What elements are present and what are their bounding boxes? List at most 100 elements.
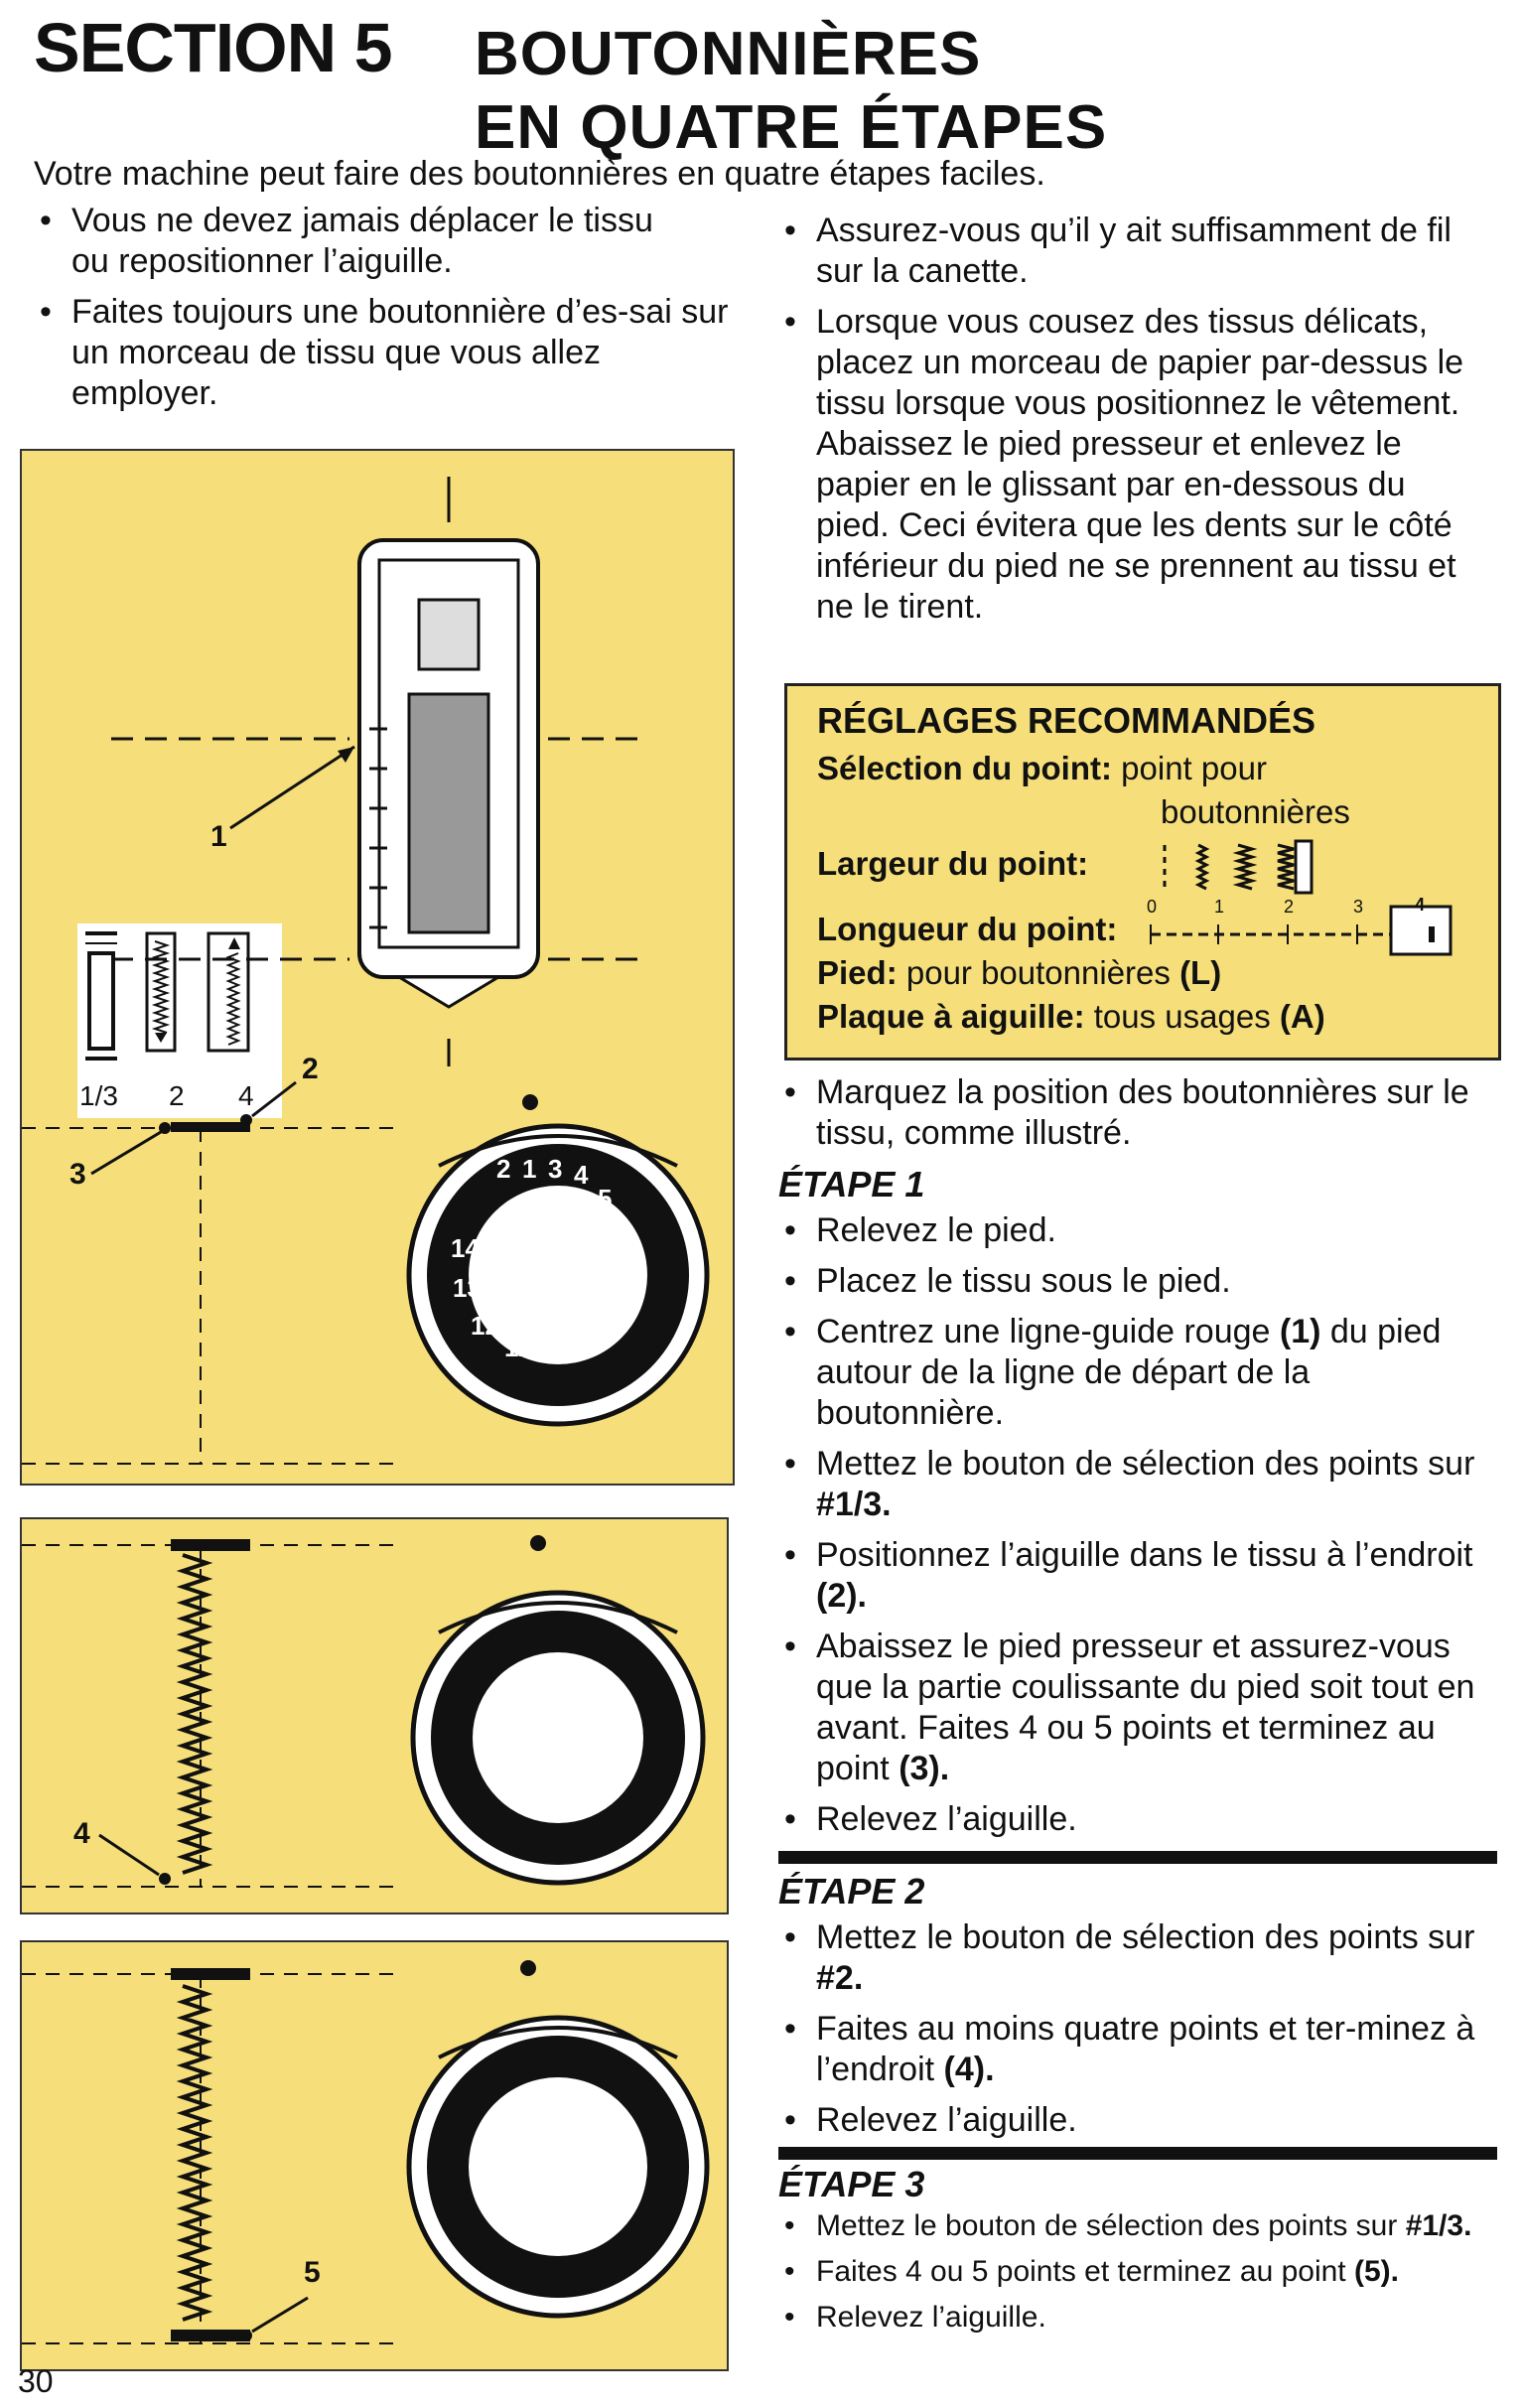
step-1-bullet-7: Relevez l’aiguille. <box>778 1799 1489 1840</box>
length-tick: 0 <box>1147 897 1158 917</box>
stitch-width-label: Largeur du point: <box>817 845 1089 882</box>
step-3-drawing <box>22 1960 710 2344</box>
illustration-step-2: 4 <box>20 1517 729 1914</box>
dial-num: 2 <box>496 1154 511 1184</box>
text: Abaissez le pied presseur et assurez-vou… <box>816 1628 1475 1787</box>
length-tick-labels: 0 1 2 3 4 <box>1147 895 1484 921</box>
dial-num: 11 <box>504 1333 532 1362</box>
title-line-1: BOUTONNIÈRES <box>475 20 982 88</box>
dial-numbers-1: 2 1 3 4 5 6 7 8 9 10 11 12 13 14 <box>451 1154 669 1402</box>
foot-label: Pied: <box>817 954 898 991</box>
step-3-block: ÉTAPE 3 Mettez le bouton de sélection de… <box>778 2167 1489 2345</box>
right-bullet-2: Lorsque vous cousez des tissus délicats,… <box>778 302 1473 628</box>
step-1-bullet-6: Abaissez le pied presseur et assurez-vou… <box>778 1627 1489 1789</box>
step-1-bullet-4: Mettez le bouton de sélection des points… <box>778 1444 1489 1525</box>
right-bullet-1: Assurez-vous qu’il y ait suffisamment de… <box>778 211 1473 292</box>
stitch-selection-value-1: point pour <box>1121 750 1267 786</box>
step-2-bullet-2: Faites au moins quatre points et ter-min… <box>778 2009 1489 2090</box>
step-divider-2 <box>778 2147 1497 2160</box>
step-3-bullet-2: Faites 4 ou 5 points et terminez au poin… <box>778 2254 1489 2290</box>
ref: #2. <box>816 1959 864 1997</box>
text: Faites au moins quatre points et ter-min… <box>816 2010 1475 2088</box>
stitch-length-scale <box>1150 905 1453 956</box>
dial-num: 12 <box>471 1311 499 1341</box>
dial-num: 1 <box>522 1154 537 1184</box>
needle-plate-code: (A) <box>1279 998 1325 1035</box>
recommended-settings-box: RÉGLAGES RECOMMANDÉS Sélection du point:… <box>784 683 1501 1061</box>
step-3-title: ÉTAPE 3 <box>778 2164 925 2204</box>
step-3-bullet-3: Relevez l’aiguille. <box>778 2300 1489 2336</box>
length-tick: 4 <box>1415 895 1426 915</box>
ref: (5). <box>1353 2255 1399 2288</box>
step-3-bullet-1: Mettez le bouton de sélection des points… <box>778 2208 1489 2244</box>
stitch-legend-icons <box>85 931 250 1061</box>
text: du pied autour de la ligne de départ de … <box>816 1313 1442 1432</box>
length-tick: 1 <box>1214 897 1225 917</box>
callout-5: 5 <box>304 2256 321 2289</box>
left-bullet-2: Faites toujours une boutonnière d’es-sai… <box>34 292 747 414</box>
illustration-step-1: 1/3 2 4 1 2 3 <box>20 449 735 1486</box>
step-2-drawing <box>22 1535 706 1888</box>
legend-label-1-3: 1/3 <box>79 1080 118 1111</box>
text: Mettez le bouton de sélection des points… <box>816 1445 1475 1483</box>
right-bullets: Assurez-vous qu’il y ait suffisamment de… <box>778 211 1473 637</box>
stitch-width-icons <box>1163 839 1314 895</box>
callout-2: 2 <box>302 1053 319 1085</box>
foot-code: (L) <box>1179 954 1222 991</box>
callout-4: 4 <box>73 1817 90 1850</box>
needle-plate-row: Plaque à aiguille: tous usages (A) <box>817 998 1325 1036</box>
step-2-title: ÉTAPE 2 <box>778 1871 925 1912</box>
left-bullet-1: Vous ne devez jamais déplacer le tissu o… <box>34 201 687 282</box>
dial-num: 10 <box>542 1339 571 1368</box>
legend-label-4: 4 <box>238 1080 254 1111</box>
step-2-bullet-1: Mettez le bouton de sélection des points… <box>778 1917 1489 1999</box>
dial-num: 6 <box>614 1219 628 1249</box>
stitch-selection-row: Sélection du point: point pour <box>817 750 1267 787</box>
text: Mettez le bouton de sélection des points… <box>816 1918 1475 1956</box>
dial-num: 5 <box>598 1184 613 1213</box>
dial-num: 4 <box>574 1160 589 1190</box>
left-bullets: Vous ne devez jamais déplacer le tissu o… <box>34 201 729 424</box>
legend-label-2: 2 <box>169 1080 185 1111</box>
illustration-step-3: 5 <box>20 1940 729 2371</box>
mark-position-block: Marquez la position des boutonnières sur… <box>778 1072 1489 1164</box>
dial-num: 7 <box>618 1259 632 1289</box>
step-divider-1 <box>778 1851 1497 1864</box>
step-2-bullet-3: Relevez l’aiguille. <box>778 2100 1489 2141</box>
page-number: 30 <box>18 2363 54 2399</box>
callout-3: 3 <box>69 1158 86 1191</box>
page-title: BOUTONNIÈRES EN QUATRE ÉTAPES <box>475 18 1107 165</box>
ref: #1/3. <box>1405 2209 1472 2242</box>
needle-plate-value: tous usages <box>1093 998 1271 1035</box>
needle-plate-label: Plaque à aiguille: <box>817 998 1085 1035</box>
stitch-legend: 1/3 2 4 <box>77 923 282 1118</box>
step-1-block: ÉTAPE 1 Relevez le pied. Placez le tissu… <box>778 1164 1489 1850</box>
callout-1: 1 <box>210 820 227 853</box>
stitch-selection-value-2: boutonnières <box>1161 793 1350 830</box>
ref: (4). <box>943 2051 995 2088</box>
ref: (2). <box>816 1577 867 1615</box>
dial-num: 3 <box>548 1154 563 1184</box>
dial-num: 13 <box>453 1273 482 1303</box>
length-tick: 3 <box>1353 897 1364 917</box>
length-tick: 2 <box>1284 897 1295 917</box>
ref: (1) <box>1279 1313 1321 1350</box>
step-1-bullet-2: Placez le tissu sous le pied. <box>778 1261 1489 1302</box>
mark-bullet: Marquez la position des boutonnières sur… <box>778 1072 1489 1154</box>
text: Faites 4 ou 5 points et terminez au poin… <box>816 2255 1354 2288</box>
dial-num: 8 <box>608 1297 623 1327</box>
text: Mettez le bouton de sélection des points… <box>816 2209 1406 2242</box>
settings-title: RÉGLAGES RECOMMANDÉS <box>817 700 1316 741</box>
title-line-2: EN QUATRE ÉTAPES <box>475 93 1108 162</box>
dial-num: 9 <box>580 1325 595 1354</box>
foot-row: Pied: pour boutonnières (L) <box>817 954 1221 992</box>
stitch-length-label: Longueur du point: <box>817 911 1118 947</box>
step-1-bullet-1: Relevez le pied. <box>778 1210 1489 1251</box>
intro-text: Votre machine peut faire des boutonnière… <box>34 155 1045 193</box>
stitch-width-row: Largeur du point: <box>817 845 1088 883</box>
section-label: SECTION 5 <box>34 9 393 86</box>
step-1-bullet-3: Centrez une ligne-guide rouge (1) du pie… <box>778 1312 1489 1434</box>
step-2-block: ÉTAPE 2 Mettez le bouton de sélection de… <box>778 1871 1489 2151</box>
text: Positionnez l’aiguille dans le tissu à l… <box>816 1536 1473 1574</box>
step-1-bullet-5: Positionnez l’aiguille dans le tissu à l… <box>778 1535 1489 1617</box>
